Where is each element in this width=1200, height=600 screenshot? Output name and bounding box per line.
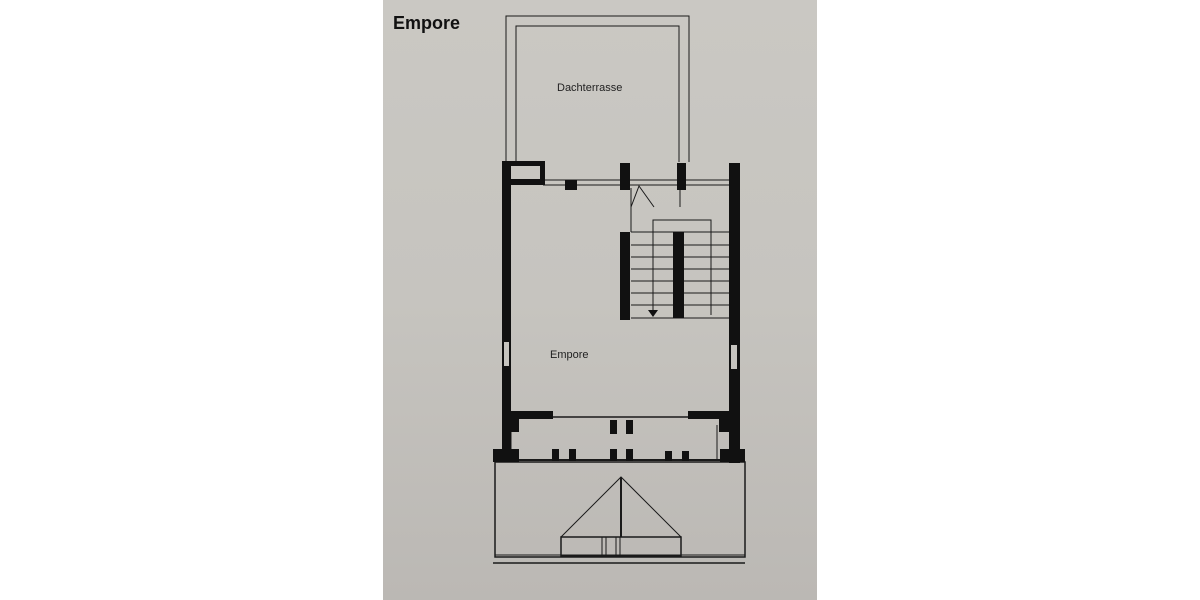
floor-plan-drawing (493, 15, 746, 564)
floor-plan-photo: Empore (383, 0, 817, 600)
room-label-dachterrasse: Dachterrasse (557, 82, 623, 94)
room-label-empore: Empore (550, 349, 589, 361)
walls (493, 161, 745, 463)
plan-title: Empore (393, 13, 461, 33)
roof-terrace-outline (505, 15, 690, 162)
